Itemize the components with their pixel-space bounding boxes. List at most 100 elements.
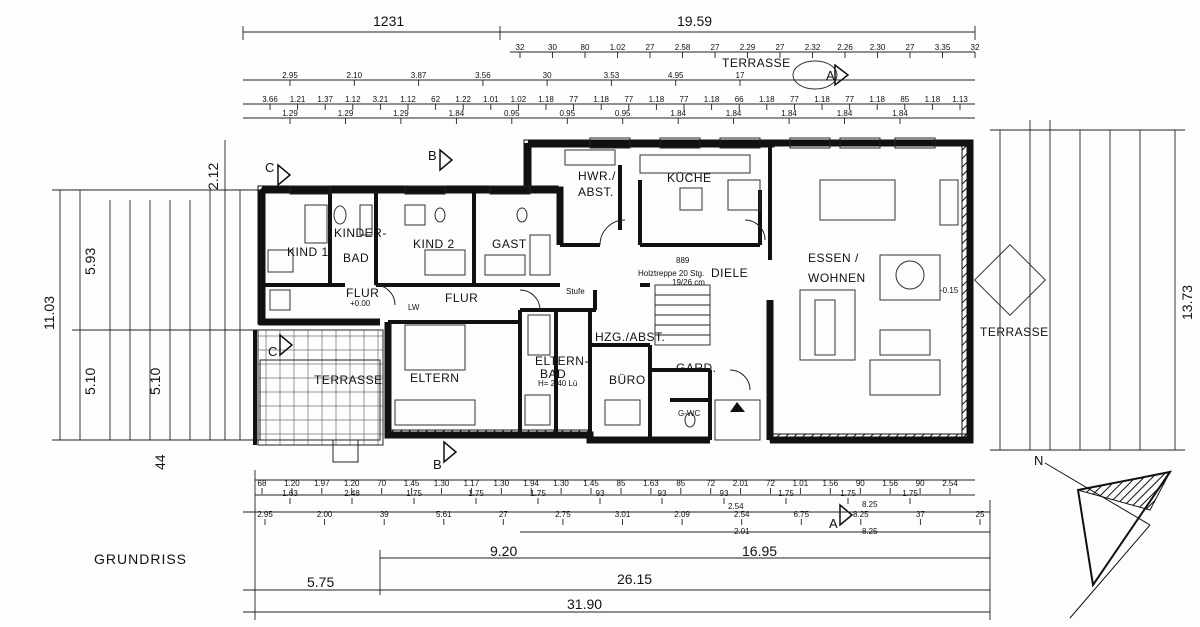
- top-dim-row1-value: 2.29: [740, 43, 756, 52]
- top-dim-row1-value: 32: [516, 43, 525, 52]
- room-hwr-a: HWR./: [578, 169, 616, 183]
- top-dim-row2-value: 2.95: [282, 71, 298, 80]
- top-dim-row3-value: 1.18: [814, 95, 830, 104]
- top-dim-row3-value: 1.13: [952, 95, 968, 104]
- bottom-dim-row2-value: 1.75: [530, 489, 546, 498]
- top-dim-row3-value: 1.12: [400, 95, 416, 104]
- bottom-dim-row2-value: 93: [720, 489, 729, 498]
- top-dim-row4-value: 0.95: [615, 109, 631, 118]
- section-marker-a-bottom: A: [829, 503, 854, 531]
- bottom-dim-row1-value: 1.94: [523, 479, 539, 488]
- note-889: 889: [676, 256, 690, 265]
- bottom-dim-row2-value: 1.75: [778, 489, 794, 498]
- section-marker-a-top: A: [826, 63, 850, 87]
- room-terrasse-top: TERRASSE: [722, 56, 791, 70]
- top-dim-row2-value: 3.56: [475, 71, 491, 80]
- room-buero: BÜRO: [609, 373, 646, 387]
- top-dim-row4-value: 1.84: [892, 109, 908, 118]
- top-dim-row4-value: 1.84: [837, 109, 853, 118]
- bottom-dim-row1-value: 1.17: [464, 479, 480, 488]
- section-marker-b-top: B: [428, 148, 454, 172]
- dim-total-top: 19.59: [677, 13, 712, 29]
- bottom-dim-row3-value: 6.75: [794, 510, 810, 519]
- top-dim-row2-value: 3.87: [411, 71, 427, 80]
- room-hzg: HZG./ABST.: [595, 330, 665, 344]
- top-windows: [289, 137, 936, 195]
- svg-text:A: A: [826, 68, 835, 83]
- top-dim-row3-value: 1.18: [538, 95, 554, 104]
- bottom-dim-row1-value: 72: [766, 479, 775, 488]
- top-dim-row3-value: 62: [431, 95, 440, 104]
- section-marker-b-bottom: B: [433, 440, 458, 472]
- bottom-dim-row3-value: 2.00: [317, 510, 333, 519]
- dim-920: 9.20: [490, 543, 517, 559]
- bottom-dim-row1-value: 1.01: [793, 479, 809, 488]
- drawing-title: GRUNDRISS: [94, 551, 187, 567]
- dim-left-510a: 5.10: [82, 368, 98, 395]
- bottom-dim-row3-value: 2.75: [555, 510, 571, 519]
- note-stair-2: 19/26 cm: [672, 278, 705, 287]
- room-flur-small: FLUR: [346, 286, 379, 300]
- top-dim-row1-value: 2.30: [870, 43, 886, 52]
- room-essen-a: ESSEN /: [808, 251, 859, 265]
- room-hwr-b: ABST.: [578, 185, 614, 199]
- bottom-dim-row2-value: 1.75: [840, 489, 856, 498]
- top-dim-row1-value: 2.32: [805, 43, 821, 52]
- top-dim-row3-value: 1.12: [345, 95, 361, 104]
- dim-left-total: 11.03: [41, 296, 57, 330]
- top-dim-row4-value: 1.84: [726, 109, 742, 118]
- top-dim-row2-value: 2.10: [347, 71, 363, 80]
- bottom-dim-row1-value: 2.54: [942, 479, 958, 488]
- dim-254: 2.54: [728, 502, 744, 511]
- compass-n-label: N: [1034, 453, 1043, 468]
- bottom-dim-row3-value: 3.01: [615, 510, 631, 519]
- bottom-dim-row3-value: 37: [916, 510, 925, 519]
- top-dim-row3-value: 77: [790, 95, 799, 104]
- bottom-dim-row1-value: 1.63: [643, 479, 659, 488]
- bottom-dim-row1-value: 85: [676, 479, 685, 488]
- top-dim-row2-value: 30: [543, 71, 552, 80]
- top-dim-row1-value: 1.02: [610, 43, 626, 52]
- bottom-dim-row1-value: 1.20: [344, 479, 360, 488]
- bottom-dim-row3-value: 8.25: [853, 510, 869, 519]
- note-lw: LW: [408, 303, 420, 312]
- dim-left-44: 44: [152, 454, 168, 470]
- top-dim-row3-value: 1.22: [455, 95, 471, 104]
- top-dim-row3-value: 1.18: [869, 95, 885, 104]
- dim-825a: 8.25: [862, 500, 878, 509]
- hatched-walls: [257, 139, 971, 442]
- top-dim-row1-value: 30: [548, 43, 557, 52]
- room-gwc: G-WC: [678, 409, 700, 418]
- room-kueche: KÜCHE: [667, 171, 712, 185]
- dim-2615: 26.15: [617, 571, 652, 587]
- left-terrace: [257, 329, 384, 463]
- room-kinderbad-b: BAD: [343, 251, 369, 265]
- dim-825b: 8.25: [862, 527, 878, 536]
- right-dimension-chains: [990, 120, 1185, 451]
- top-dim-row4-value: 0.95: [504, 109, 520, 118]
- bottom-dim-row2-value: 1.75: [902, 489, 918, 498]
- bottom-dim-row2-value: 1.75: [406, 489, 422, 498]
- bottom-dim-row2-value: 93: [596, 489, 605, 498]
- bottom-dim-row1-value: 72: [706, 479, 715, 488]
- top-dim-row3-value: 77: [680, 95, 689, 104]
- top-dim-row3-value: 1.21: [290, 95, 306, 104]
- top-dim-row4-value: 1.84: [670, 109, 686, 118]
- furniture: [267, 60, 1047, 441]
- dim-left-510b: 5.10: [147, 368, 163, 395]
- top-dim-row2-value: 3.53: [604, 71, 620, 80]
- top-dim-row3-value: 1.02: [511, 95, 527, 104]
- svg-text:B: B: [433, 457, 442, 472]
- bottom-dim-row3-value: 2.09: [674, 510, 690, 519]
- bottom-dim-row3-value: 2.54: [734, 510, 750, 519]
- top-dim-row3-value: 1.37: [317, 95, 333, 104]
- note-stufe: Stufe: [566, 287, 585, 296]
- note-level-flur: +0.00: [350, 299, 371, 308]
- top-dim-row4-value: 1.29: [338, 109, 354, 118]
- dim-3190: 31.90: [567, 596, 602, 612]
